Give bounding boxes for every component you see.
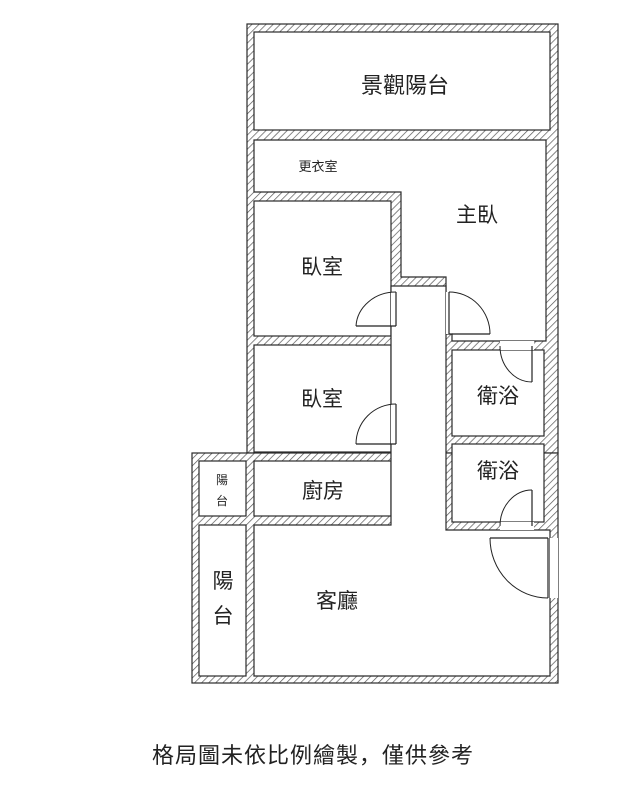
disclaimer-caption: 格局圖未依比例繪製，僅供參考	[151, 744, 474, 769]
label-balcony-small-2: 台	[216, 493, 228, 508]
label-bedroom-2: 臥室	[301, 387, 343, 411]
floor-plan: 景觀陽台 更衣室 主臥 臥室 臥室 衛浴 衛浴 廚房 客廳 陽 台 陽 台	[191, 23, 559, 684]
room-balcony-side	[198, 524, 247, 677]
room-balcony-small	[198, 460, 247, 517]
door-bedroom-1	[355, 291, 401, 327]
door-bathroom-1	[499, 341, 534, 383]
label-balcony-side-1: 陽	[213, 569, 234, 593]
room-kitchen	[253, 460, 392, 517]
label-kitchen: 廚房	[302, 479, 344, 503]
label-balcony-view: 景觀陽台	[361, 74, 449, 99]
label-bedroom-1: 臥室	[301, 255, 343, 279]
room-living-room	[253, 285, 551, 677]
label-balcony-side-2: 台	[213, 604, 234, 628]
room-bathroom-2	[451, 443, 545, 523]
label-living-room: 客廳	[316, 589, 358, 613]
label-walk-in-closet: 更衣室	[298, 159, 337, 175]
door-entrance	[489, 537, 558, 599]
door-master-bedroom	[446, 291, 491, 335]
room-balcony-view	[253, 31, 551, 131]
label-bathroom-1: 衛浴	[477, 384, 519, 408]
door-bathroom-2	[499, 489, 534, 530]
door-bedroom-2	[355, 403, 401, 445]
label-bathroom-2: 衛浴	[477, 459, 519, 483]
room-bedroom-1	[253, 200, 392, 337]
label-balcony-small-1: 陽	[216, 473, 228, 487]
label-master-bedroom: 主臥	[456, 203, 498, 227]
room-bathroom-1	[451, 349, 545, 437]
